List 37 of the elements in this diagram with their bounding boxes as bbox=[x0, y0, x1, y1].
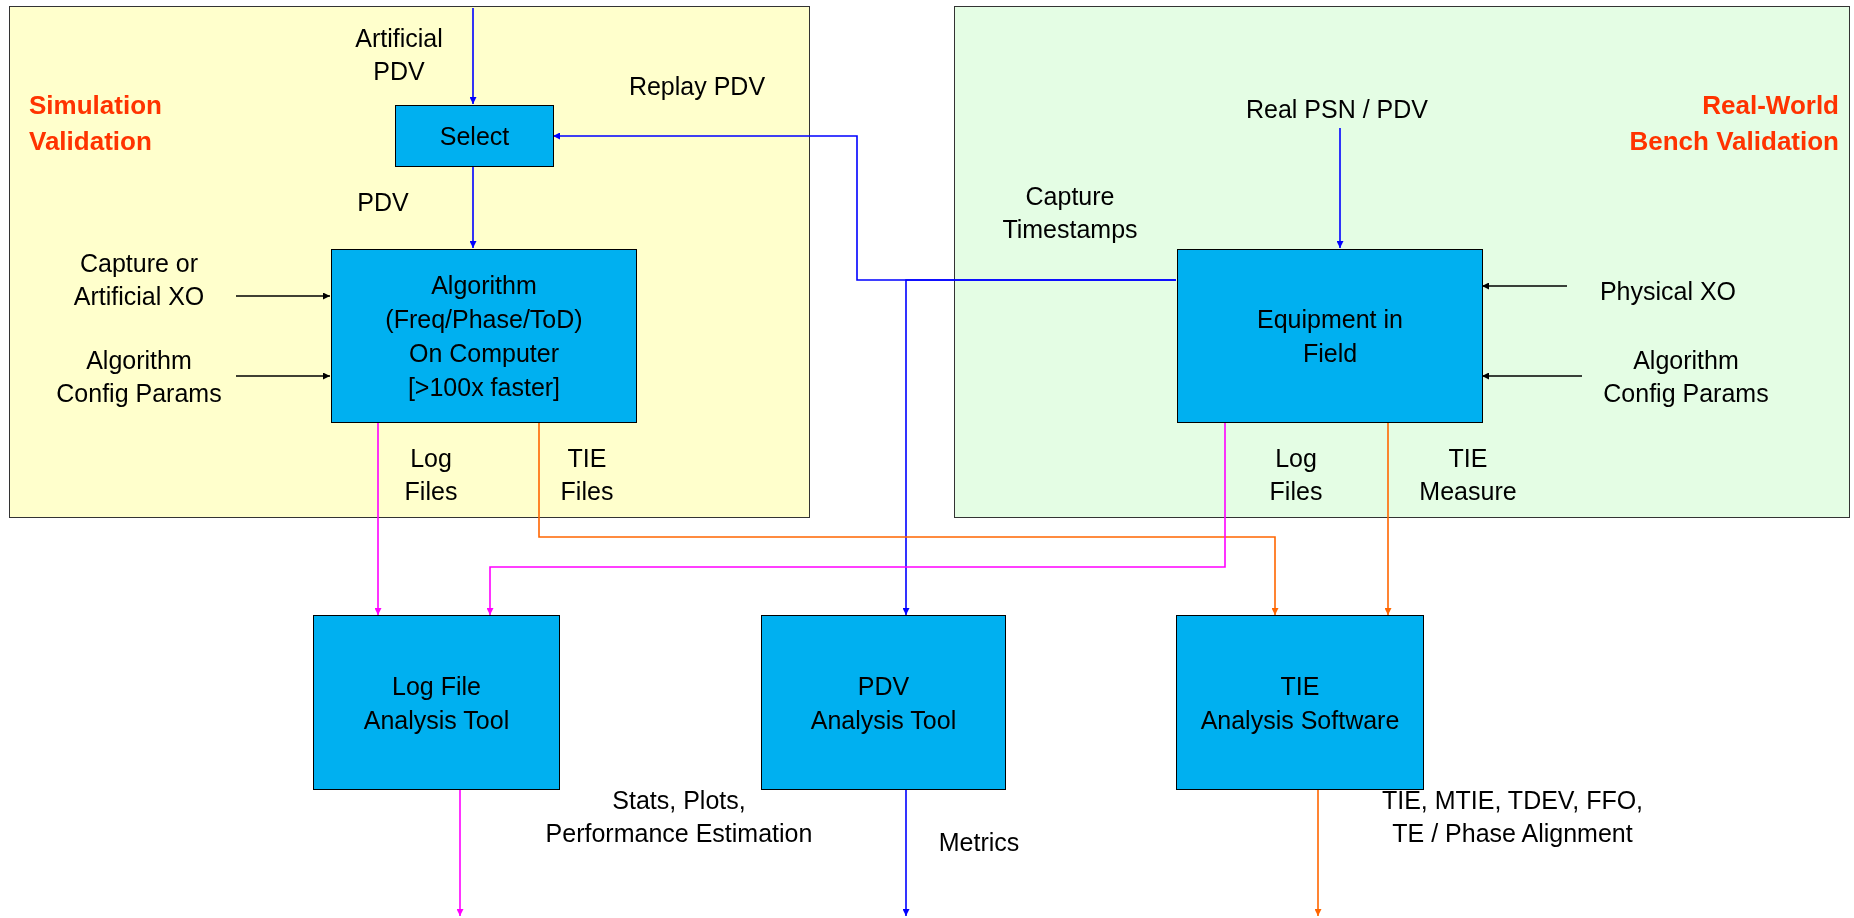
process-box: Algorithm (Freq/Phase/ToD) On Computer [>100x faster] bbox=[331, 249, 637, 423]
arrow bbox=[1314, 789, 1322, 917]
process-box: PDV Analysis Tool bbox=[761, 615, 1006, 790]
input-label: Algorithm Config Params bbox=[41, 341, 237, 413]
process-box: Equipment in Field bbox=[1177, 249, 1483, 423]
input-label: Capture or Artificial XO bbox=[41, 243, 237, 317]
process-box: Log File Analysis Tool bbox=[313, 615, 560, 790]
arrow bbox=[469, 7, 477, 105]
arrow bbox=[456, 789, 464, 917]
arrow bbox=[1384, 421, 1392, 616]
panel-heading: Real-World Bench Validation bbox=[1628, 89, 1839, 158]
edge-label: PDV bbox=[356, 187, 410, 218]
panel-heading: Simulation Validation bbox=[29, 89, 163, 158]
input-label: Physical XO bbox=[1568, 271, 1768, 311]
process-box: TIE Analysis Software bbox=[1176, 615, 1424, 790]
process-box: Select bbox=[395, 105, 554, 167]
arrow bbox=[235, 372, 331, 380]
region-panel bbox=[954, 6, 1850, 518]
arrow bbox=[235, 292, 331, 300]
edge-label: TIE Measure bbox=[1418, 443, 1518, 507]
edge-label: Metrics bbox=[937, 827, 1021, 858]
edge-label: Replay PDV bbox=[627, 71, 767, 102]
input-label: Algorithm Config Params bbox=[1583, 341, 1789, 413]
arrow bbox=[902, 789, 910, 917]
arrow bbox=[1481, 372, 1583, 380]
arrow bbox=[469, 165, 477, 249]
arrow bbox=[1481, 282, 1568, 290]
input-label: Real PSN / PDV bbox=[1219, 89, 1455, 129]
region-panel bbox=[9, 6, 810, 518]
edge-label: Log Files bbox=[1268, 443, 1324, 507]
arrow bbox=[374, 421, 382, 616]
arrow bbox=[902, 279, 1177, 616]
edge-label: Artificial PDV bbox=[354, 23, 444, 87]
edge-label: TIE Files bbox=[559, 443, 615, 507]
edge-label: Capture Timestamps bbox=[1001, 181, 1139, 245]
edge-label: Log Files bbox=[403, 443, 459, 507]
arrow bbox=[1336, 127, 1344, 249]
